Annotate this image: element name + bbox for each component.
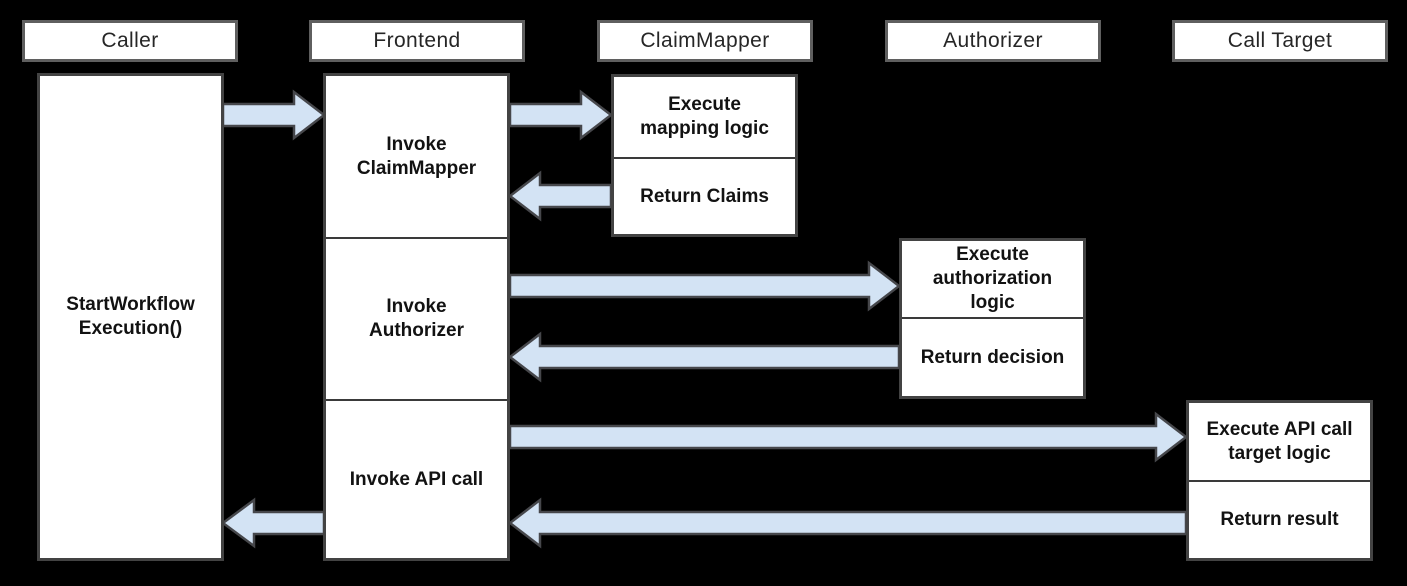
- header-authorizer: Authorizer: [885, 20, 1101, 62]
- arrow-caller-to-frontend-icon: [221, 89, 327, 141]
- authorizer-activation-box: Execute authorization logic Return decis…: [899, 238, 1086, 399]
- header-claimmapper: ClaimMapper: [597, 20, 813, 62]
- frontend-invoke-claimmapper-cell: Invoke ClaimMapper: [326, 76, 507, 237]
- arrow-frontend-to-calltarget-icon: [508, 411, 1189, 463]
- frontend-invoke-authorizer-cell: Invoke Authorizer: [326, 237, 507, 399]
- frontend-invoke-authorizer-label: Invoke Authorizer: [369, 296, 464, 341]
- arrow-claimmapper-return-icon: [507, 170, 613, 222]
- claimmapper-execute-cell: Execute mapping logic: [614, 77, 795, 157]
- authorizer-return-cell: Return decision: [902, 317, 1083, 396]
- frontend-invoke-api-call-label: Invoke API call: [349, 468, 484, 490]
- calltarget-activation-box: Execute API call target logic Return res…: [1186, 400, 1373, 561]
- arrow-calltarget-return-icon: [507, 497, 1188, 549]
- claimmapper-return-label: Return Claims: [640, 185, 769, 207]
- arrow-frontend-to-authorizer-icon: [508, 260, 902, 312]
- header-calltarget: Call Target: [1172, 20, 1388, 62]
- claimmapper-activation-box: Execute mapping logic Return Claims: [611, 74, 798, 237]
- header-caller: Caller: [22, 20, 238, 62]
- caller-label: StartWorkflow Execution(): [66, 294, 195, 339]
- calltarget-return-label: Return result: [1220, 509, 1339, 531]
- arrow-frontend-return-to-caller-icon: [220, 497, 326, 549]
- claimmapper-return-cell: Return Claims: [614, 157, 795, 234]
- header-frontend: Frontend: [309, 20, 525, 62]
- calltarget-execute-label: Execute API call target logic: [1206, 418, 1353, 464]
- frontend-invoke-api-call-cell: Invoke API call: [326, 399, 507, 558]
- claimmapper-execute-label: Execute mapping logic: [640, 94, 769, 139]
- calltarget-return-cell: Return result: [1189, 480, 1370, 558]
- arrow-frontend-to-claimmapper-icon: [508, 89, 614, 141]
- caller-cell: StartWorkflow Execution(): [40, 76, 221, 558]
- authorizer-execute-cell: Execute authorization logic: [902, 241, 1083, 317]
- arrow-authorizer-return-icon: [507, 331, 901, 383]
- calltarget-execute-cell: Execute API call target logic: [1189, 403, 1370, 480]
- frontend-activation-box: Invoke ClaimMapper Invoke Authorizer Inv…: [323, 73, 510, 561]
- authorizer-return-label: Return decision: [920, 346, 1065, 368]
- authorizer-execute-label: Execute authorization logic: [932, 244, 1053, 313]
- caller-activation-box: StartWorkflow Execution(): [37, 73, 224, 561]
- frontend-invoke-claimmapper-label: Invoke ClaimMapper: [356, 133, 477, 179]
